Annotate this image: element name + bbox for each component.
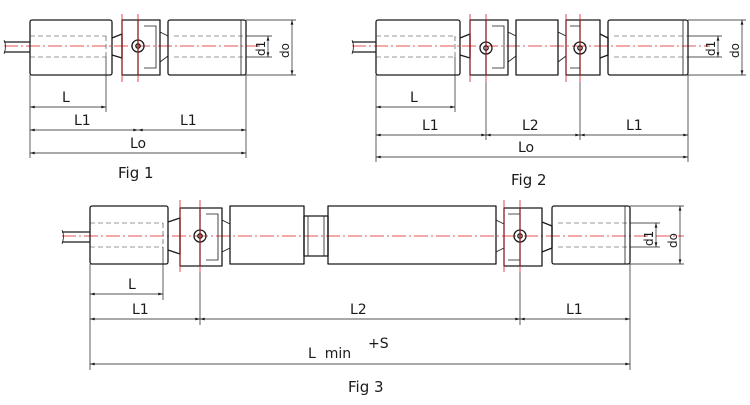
fig1-caption: Fig 1 — [118, 164, 154, 182]
fig2-L-label: L — [410, 90, 418, 106]
fig2-L1-right-label: L1 — [626, 118, 643, 134]
fig1-L1-left-label: L1 — [74, 113, 91, 129]
fig1-input-shaft — [4, 41, 30, 53]
fig3-S-label: +S — [368, 336, 389, 352]
fig3-tube-outer — [229, 205, 305, 265]
fig3-L2-label: L2 — [350, 302, 367, 318]
fig1-Lo-label: Lo — [130, 136, 146, 152]
fig1-L1-right-label: L1 — [180, 113, 197, 129]
fig2-input-shaft — [352, 41, 376, 53]
fig2-right-hub — [607, 19, 689, 76]
fig3-left-hub — [89, 205, 169, 265]
fig2-caption: Fig 2 — [511, 171, 547, 189]
fig3-tube-inner — [327, 205, 497, 265]
fig2-Lo-label: Lo — [518, 140, 534, 156]
fig3-joint-1 — [179, 207, 201, 267]
fig2-L1-left-label: L1 — [422, 118, 439, 134]
fig2-L2-label: L2 — [522, 118, 539, 134]
fig3-d1-label: d1 — [642, 231, 656, 246]
fig1-d1-label: d1 — [254, 41, 268, 56]
fig1-left-hub — [29, 19, 113, 76]
fig1-do-label: do — [278, 43, 292, 58]
fig2-do-label: do — [728, 43, 742, 58]
figure-2: d1 do L L1 L2 L1 Lo Fig 2 — [351, 14, 746, 189]
fig3-L-label: L — [128, 277, 136, 293]
fig1-L-label: L — [62, 90, 70, 106]
fig2-d1-label: d1 — [704, 41, 718, 56]
fig3-do-label: do — [666, 233, 680, 248]
fig1-right-hub — [167, 19, 247, 76]
fig3-right-hub — [551, 205, 631, 265]
fig3-L1-right-label: L1 — [566, 302, 583, 318]
fig1-yoke-right — [138, 19, 161, 76]
fig2-middle-shaft — [515, 19, 559, 76]
fig3-Lmin-label: L min — [308, 346, 351, 362]
figure-3: d1 do L L1 L2 L1 L min +S Fig 3 — [61, 200, 684, 396]
fig3-caption: Fig 3 — [348, 378, 384, 396]
fig3-L1-left-label: L1 — [132, 302, 149, 318]
figure-1: d1 do L L1 L1 Lo Fig 1 — [3, 14, 296, 182]
fig1-break-left — [3, 39, 6, 55]
fig3-input-shaft — [62, 231, 90, 243]
fig2-left-hub — [375, 19, 461, 76]
